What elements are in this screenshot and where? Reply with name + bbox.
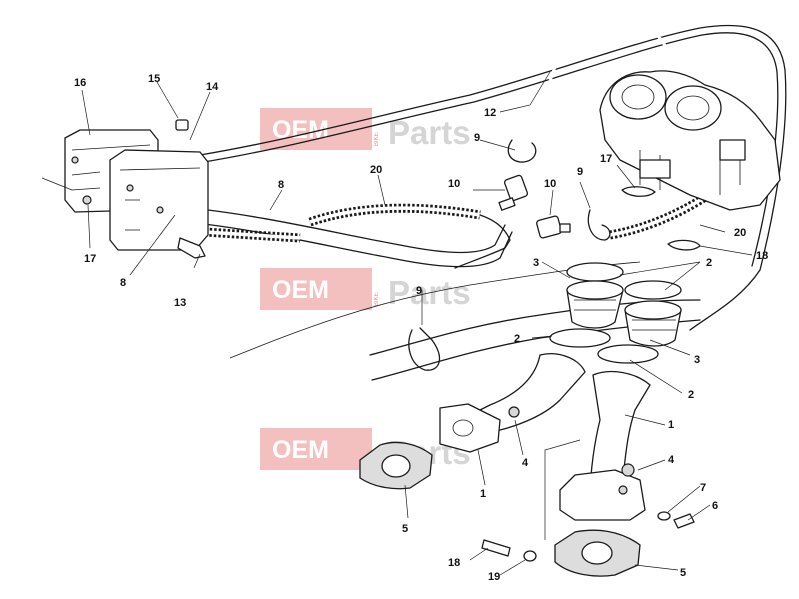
callout-9-right: 9 <box>577 166 583 178</box>
callout-17-top: 17 <box>600 153 612 165</box>
gasket-5-right <box>554 529 641 577</box>
solenoid-block-13 <box>109 149 209 251</box>
callout-labels: 16 15 14 17 8 13 8 20 10 9 12 10 9 17 20… <box>74 73 768 583</box>
gasket-5-left <box>359 441 433 490</box>
callout-12: 13 <box>174 297 186 309</box>
callout-9-left: 9 <box>416 285 422 297</box>
screw-6 <box>673 513 695 529</box>
clip-9-right <box>587 209 611 241</box>
connector-10-right <box>536 215 571 239</box>
screw-18 <box>481 539 511 557</box>
callout-10-left: 10 <box>448 178 460 190</box>
callout-13: 14 <box>206 81 219 93</box>
callout-11: 12 <box>484 107 496 119</box>
callout-10-right: 10 <box>544 178 556 190</box>
washer-19 <box>523 550 537 562</box>
callout-7: 7 <box>700 482 706 494</box>
callout-3-top: 3 <box>533 257 539 269</box>
callout-6: 6 <box>712 500 718 512</box>
callout-8-left: 8 <box>120 277 126 289</box>
callout-14: 15 <box>148 73 160 85</box>
washer-7 <box>657 511 671 521</box>
callout-15: 16 <box>74 77 86 89</box>
callout-17-bottom: 18 <box>756 250 768 262</box>
callout-4-left: 4 <box>522 457 529 469</box>
intake-manifold-right <box>559 371 651 521</box>
hose-8 <box>185 207 513 268</box>
connector-10-left <box>498 174 529 211</box>
callout-5-left: 5 <box>402 523 408 535</box>
callout-2-top: 2 <box>706 257 712 269</box>
callout-20-left: 20 <box>370 164 382 176</box>
coupling-3-right <box>597 280 682 364</box>
watermark-oem-text: OEM <box>272 436 329 464</box>
callout-9-top: 9 <box>474 132 480 144</box>
screw-16 <box>82 195 92 205</box>
clamp-17-top <box>621 186 656 197</box>
clamp-17-bottom <box>667 239 701 251</box>
watermark-bike-text: BIKE <box>374 292 380 306</box>
coupling-3-left <box>549 262 624 348</box>
coiled-hose-20-left <box>308 203 511 269</box>
watermark-bike-text: BIKE <box>374 132 380 146</box>
callout-8-top: 8 <box>278 179 284 191</box>
callout-1-right: 1 <box>668 419 674 431</box>
clip-9-top <box>507 139 537 163</box>
watermark-oem-text: OEM <box>272 276 329 304</box>
intake-manifold-left <box>439 353 586 453</box>
callout-19: 19 <box>488 571 500 583</box>
callout-18: 18 <box>448 557 460 569</box>
carburettor-assembly <box>599 70 781 211</box>
screw-14 <box>175 119 189 131</box>
leader-lines <box>41 71 753 576</box>
watermark-parts-text: Parts <box>388 114 471 151</box>
coiled-hose-11 <box>523 20 677 162</box>
clip-9-left <box>408 327 441 371</box>
callout-4-right: 4 <box>668 454 675 466</box>
callout-16: 17 <box>84 253 96 265</box>
watermark-middle: OEM BIKE Parts <box>260 268 471 311</box>
callout-2-left: 2 <box>514 333 520 345</box>
callout-5-right: 5 <box>680 567 686 579</box>
callout-20-right: 20 <box>734 227 746 239</box>
callout-1-left: 1 <box>480 488 486 500</box>
callout-3-right: 3 <box>694 354 700 366</box>
bolt-12 <box>177 237 206 259</box>
callout-2-right: 2 <box>688 389 694 401</box>
